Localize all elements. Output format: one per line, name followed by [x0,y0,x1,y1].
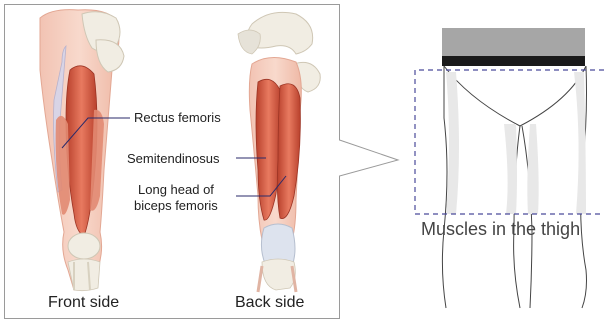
label-biceps-line2: biceps femoris [134,198,218,213]
waistband [442,28,585,56]
label-semitendinosus: Semitendinosus [127,151,220,166]
label-rectus-femoris: Rectus femoris [134,110,221,125]
caption-back-side: Back side [235,294,304,312]
caption-front-side: Front side [48,294,119,312]
belt [442,56,585,66]
label-biceps-line1: Long head of [138,182,214,197]
figure-title: Muscles in the thigh [421,219,580,240]
